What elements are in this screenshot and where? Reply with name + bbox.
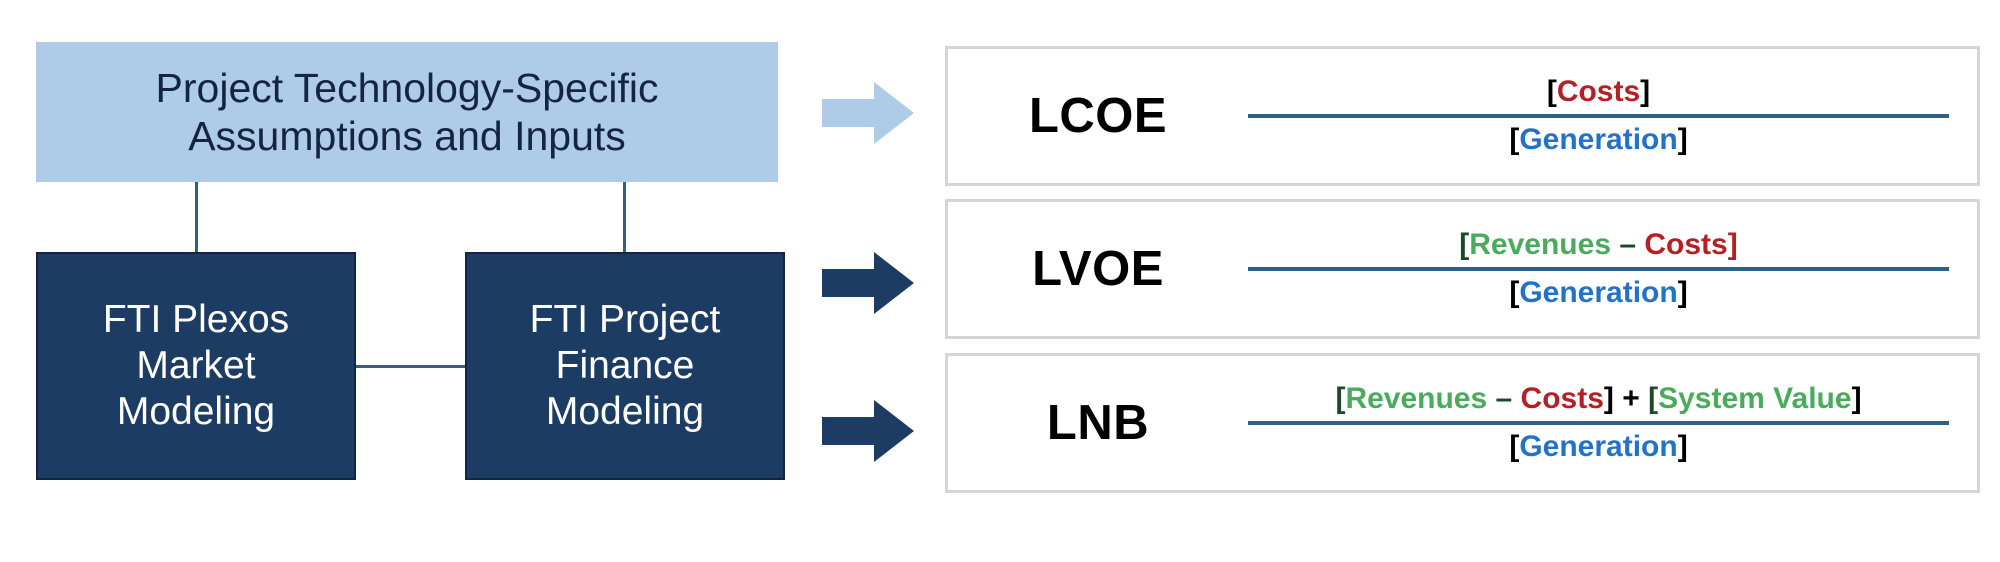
metric-panel-lvoe: LVOE [Revenues – Costs] [Generation] — [945, 199, 1980, 339]
plexos-box-line-3: Modeling — [116, 390, 276, 433]
arrow-shape — [822, 82, 914, 144]
plexos-box-line-1: FTI Plexos — [102, 297, 290, 341]
metric-label-lnb: LNB — [1046, 396, 1150, 450]
plexos-market-modeling-box: FTI Plexos Market Modeling — [36, 252, 356, 480]
formula-token: + — [1613, 382, 1649, 415]
formula-token: [ — [1335, 382, 1346, 415]
formula-token: Costs — [1556, 75, 1641, 108]
finance-box-line-2: Finance — [555, 343, 695, 387]
formula-token: Revenues — [1469, 228, 1612, 261]
formula-token: Revenues — [1345, 382, 1488, 415]
metric-formula-lvoe: [Revenues – Costs] [Generation] — [1248, 228, 1977, 310]
metric-panel-lcoe: LCOE [Costs] [Generation] — [945, 46, 1980, 186]
right-arrow-icon-lnb — [822, 400, 914, 462]
plexos-box-line-2: Market — [136, 343, 256, 387]
connector-horizontal-middle — [356, 365, 467, 368]
formula-token: Generation — [1519, 276, 1678, 309]
metric-label-lcoe: LCOE — [1028, 89, 1168, 143]
formula-token: [ — [1509, 430, 1520, 463]
metric-formula-lcoe: [Costs] [Generation] — [1248, 75, 1977, 157]
formula-numerator: [Costs] — [1248, 75, 1949, 114]
connector-vertical-left — [195, 182, 198, 252]
formula-numerator: [Revenues – Costs] — [1248, 228, 1949, 267]
finance-box-line-3: Modeling — [545, 390, 705, 433]
formula-denominator: [Generation] — [1248, 425, 1949, 464]
arrow-shape — [822, 252, 914, 314]
metric-label-lvoe: LVOE — [1032, 242, 1164, 296]
fraction-bar — [1248, 114, 1949, 118]
arrow-shape — [822, 400, 914, 462]
formula-token: [ — [1509, 276, 1520, 309]
formula-token: [ — [1648, 382, 1659, 415]
metric-panel-lnb: LNB [Revenues – Costs] + [System Value] … — [945, 353, 1980, 493]
formula-token: ] — [1603, 382, 1614, 415]
metric-formula-lnb: [Revenues – Costs] + [System Value] [Gen… — [1248, 382, 1977, 464]
formula-token: [ — [1546, 75, 1557, 108]
formula-token: ] — [1677, 276, 1688, 309]
formula-token: ] — [1727, 228, 1738, 261]
inputs-box-line-2: Assumptions and Inputs — [188, 113, 626, 159]
formula-token: [ — [1459, 228, 1470, 261]
formula-token: ] — [1677, 430, 1688, 463]
right-arrow-icon-lcoe — [822, 82, 914, 144]
inputs-box: Project Technology-Specific Assumptions … — [36, 42, 778, 182]
formula-token: System Value — [1658, 382, 1852, 415]
inputs-box-line-1: Project Technology-Specific — [155, 64, 659, 111]
finance-box-line-1: FTI Project — [529, 297, 721, 341]
formula-denominator: [Generation] — [1248, 118, 1949, 157]
formula-token: Generation — [1519, 123, 1678, 156]
fraction-bar — [1248, 421, 1949, 425]
formula-denominator: [Generation] — [1248, 271, 1949, 310]
formula-numerator: [Revenues – Costs] + [System Value] — [1248, 382, 1949, 421]
project-finance-modeling-box: FTI Project Finance Modeling — [465, 252, 785, 480]
formula-token: – — [1611, 228, 1645, 261]
connector-vertical-right — [623, 182, 626, 252]
right-arrow-icon-lvoe — [822, 252, 914, 314]
formula-token: – — [1487, 382, 1521, 415]
formula-token: Costs — [1644, 228, 1728, 261]
formula-token: ] — [1677, 123, 1688, 156]
fraction-bar — [1248, 267, 1949, 271]
formula-token: [ — [1509, 123, 1520, 156]
formula-token: Generation — [1519, 430, 1678, 463]
formula-token: ] — [1640, 75, 1651, 108]
formula-token: ] — [1851, 382, 1862, 415]
formula-token: Costs — [1520, 382, 1604, 415]
